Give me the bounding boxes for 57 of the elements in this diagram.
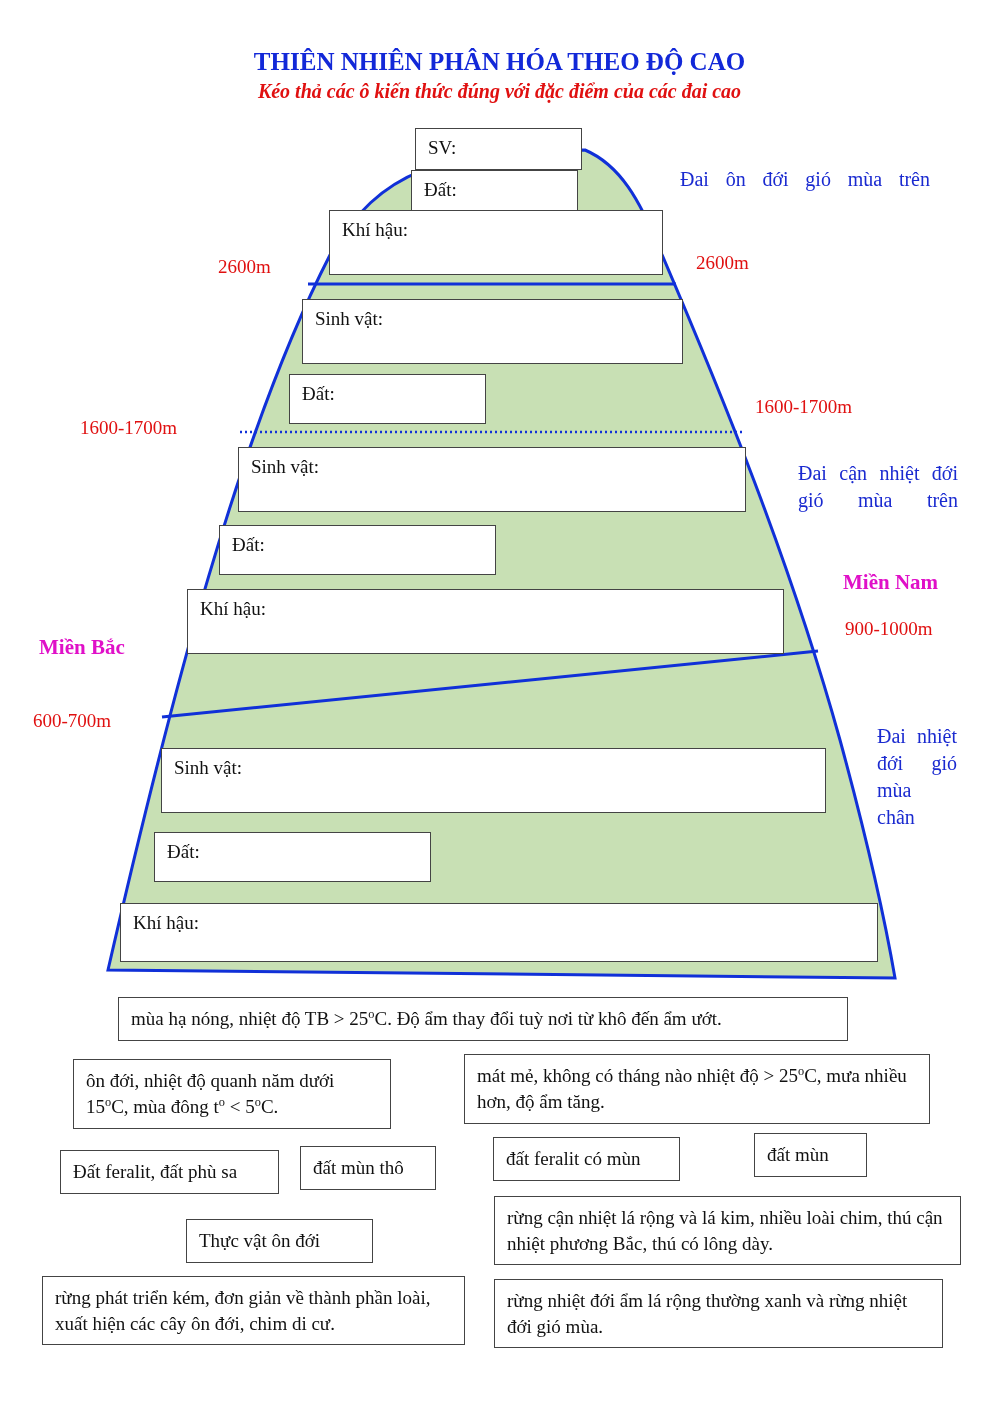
- field-label: Sinh vật:: [251, 455, 321, 479]
- zone-label: Đai nhiệt đới gió mùa chân: [877, 724, 957, 830]
- answer-card: [186, 1219, 373, 1263]
- answer-text: rừng phát triển kém, đơn giản về thành phần loài, xuất hiện các cây ôn đới, chim di cư.: [55, 1286, 432, 1336]
- field-label: Đất:: [167, 840, 201, 864]
- altitude-label: 2600m: [696, 251, 749, 275]
- field-label: Sinh vật:: [174, 756, 244, 780]
- answer-card: [60, 1150, 279, 1194]
- drop-box: [238, 447, 746, 512]
- altitude-label: 1600-1700m: [755, 395, 853, 419]
- altitude-label: 1600-1700m: [80, 416, 178, 440]
- altitude-label: 600-700m: [33, 709, 112, 733]
- zone-label: Đai cận nhiệt đới gió mùa trên: [798, 461, 958, 514]
- region-label: Miền Nam: [843, 569, 939, 596]
- answer-text: đất feralit có mùn: [506, 1147, 642, 1171]
- answer-text: Đất feralit, đất phù sa: [73, 1160, 239, 1184]
- field-label: Đất:: [424, 178, 458, 202]
- answer-card: [494, 1279, 943, 1349]
- drop-box: [154, 832, 431, 882]
- field-label: Khí hậu:: [200, 597, 267, 621]
- field-label: Đất:: [302, 382, 336, 406]
- drop-box: [219, 525, 496, 575]
- field-label: Khí hậu:: [133, 911, 200, 935]
- instruction-text: Kéo thả các ô kiến thức đúng với đặc điểm của các đai cao: [256, 80, 743, 103]
- drop-box: [411, 170, 578, 212]
- answer-card: [464, 1054, 930, 1124]
- title: THIÊN NHIÊN PHÂN HÓA THEO ĐỘ CAO: [252, 48, 747, 76]
- answer-card: [493, 1137, 680, 1181]
- answer-card: [73, 1059, 391, 1129]
- answer-text: rừng cận nhiệt lá rộng và lá kim, nhiều loài chim, thú cận nhiệt phương Bắc, thú có lông dày.: [507, 1206, 944, 1256]
- drop-box: [415, 128, 582, 170]
- answer-card: [494, 1196, 961, 1266]
- answer-text: đất mùn: [767, 1143, 830, 1167]
- field-label: SV:: [428, 136, 458, 160]
- field-label: Sinh vật:: [315, 307, 385, 331]
- drop-box: [187, 589, 784, 654]
- answer-text: mát mẻ, không có tháng nào nhiệt độ > 25$^{o}$C, mưa nhiều hơn, độ ẩm tăng.: [477, 1063, 908, 1114]
- answer-text: đất mùn thô: [313, 1156, 405, 1180]
- region-label: Miền Bắc: [39, 634, 125, 661]
- drop-box: [329, 210, 663, 275]
- answer-card: [118, 997, 848, 1041]
- drop-box: [289, 374, 486, 424]
- drop-box: [161, 748, 826, 813]
- drop-box: [302, 299, 683, 364]
- drop-box: [120, 903, 878, 962]
- zone-label: Đai ôn đới gió mùa trên: [680, 167, 930, 193]
- answer-text: ôn đới, nhiệt độ quanh năm dưới 15$^{o}$C, mùa đông t$^{o}$ < 5$^{o}$C.: [86, 1069, 336, 1119]
- answer-text: rừng nhiệt đới ẩm lá rộng thường xanh và rừng nhiệt đới gió mùa.: [507, 1289, 909, 1339]
- field-label: Khí hậu:: [342, 218, 409, 242]
- altitude-label: 900-1000m: [845, 617, 933, 641]
- answer-card: [754, 1133, 867, 1177]
- answer-text: Thực vật ôn đới: [199, 1229, 322, 1253]
- altitude-label: 2600m: [218, 255, 271, 279]
- answer-card: [42, 1276, 465, 1346]
- field-label: Đất:: [232, 533, 266, 557]
- answer-card: [300, 1146, 436, 1190]
- answer-text: mùa hạ nóng, nhiệt độ TB > 25$^{o}$C. Độ ẩm thay đổi tuỳ nơi từ khô đến ẩm ướt.: [131, 1006, 723, 1032]
